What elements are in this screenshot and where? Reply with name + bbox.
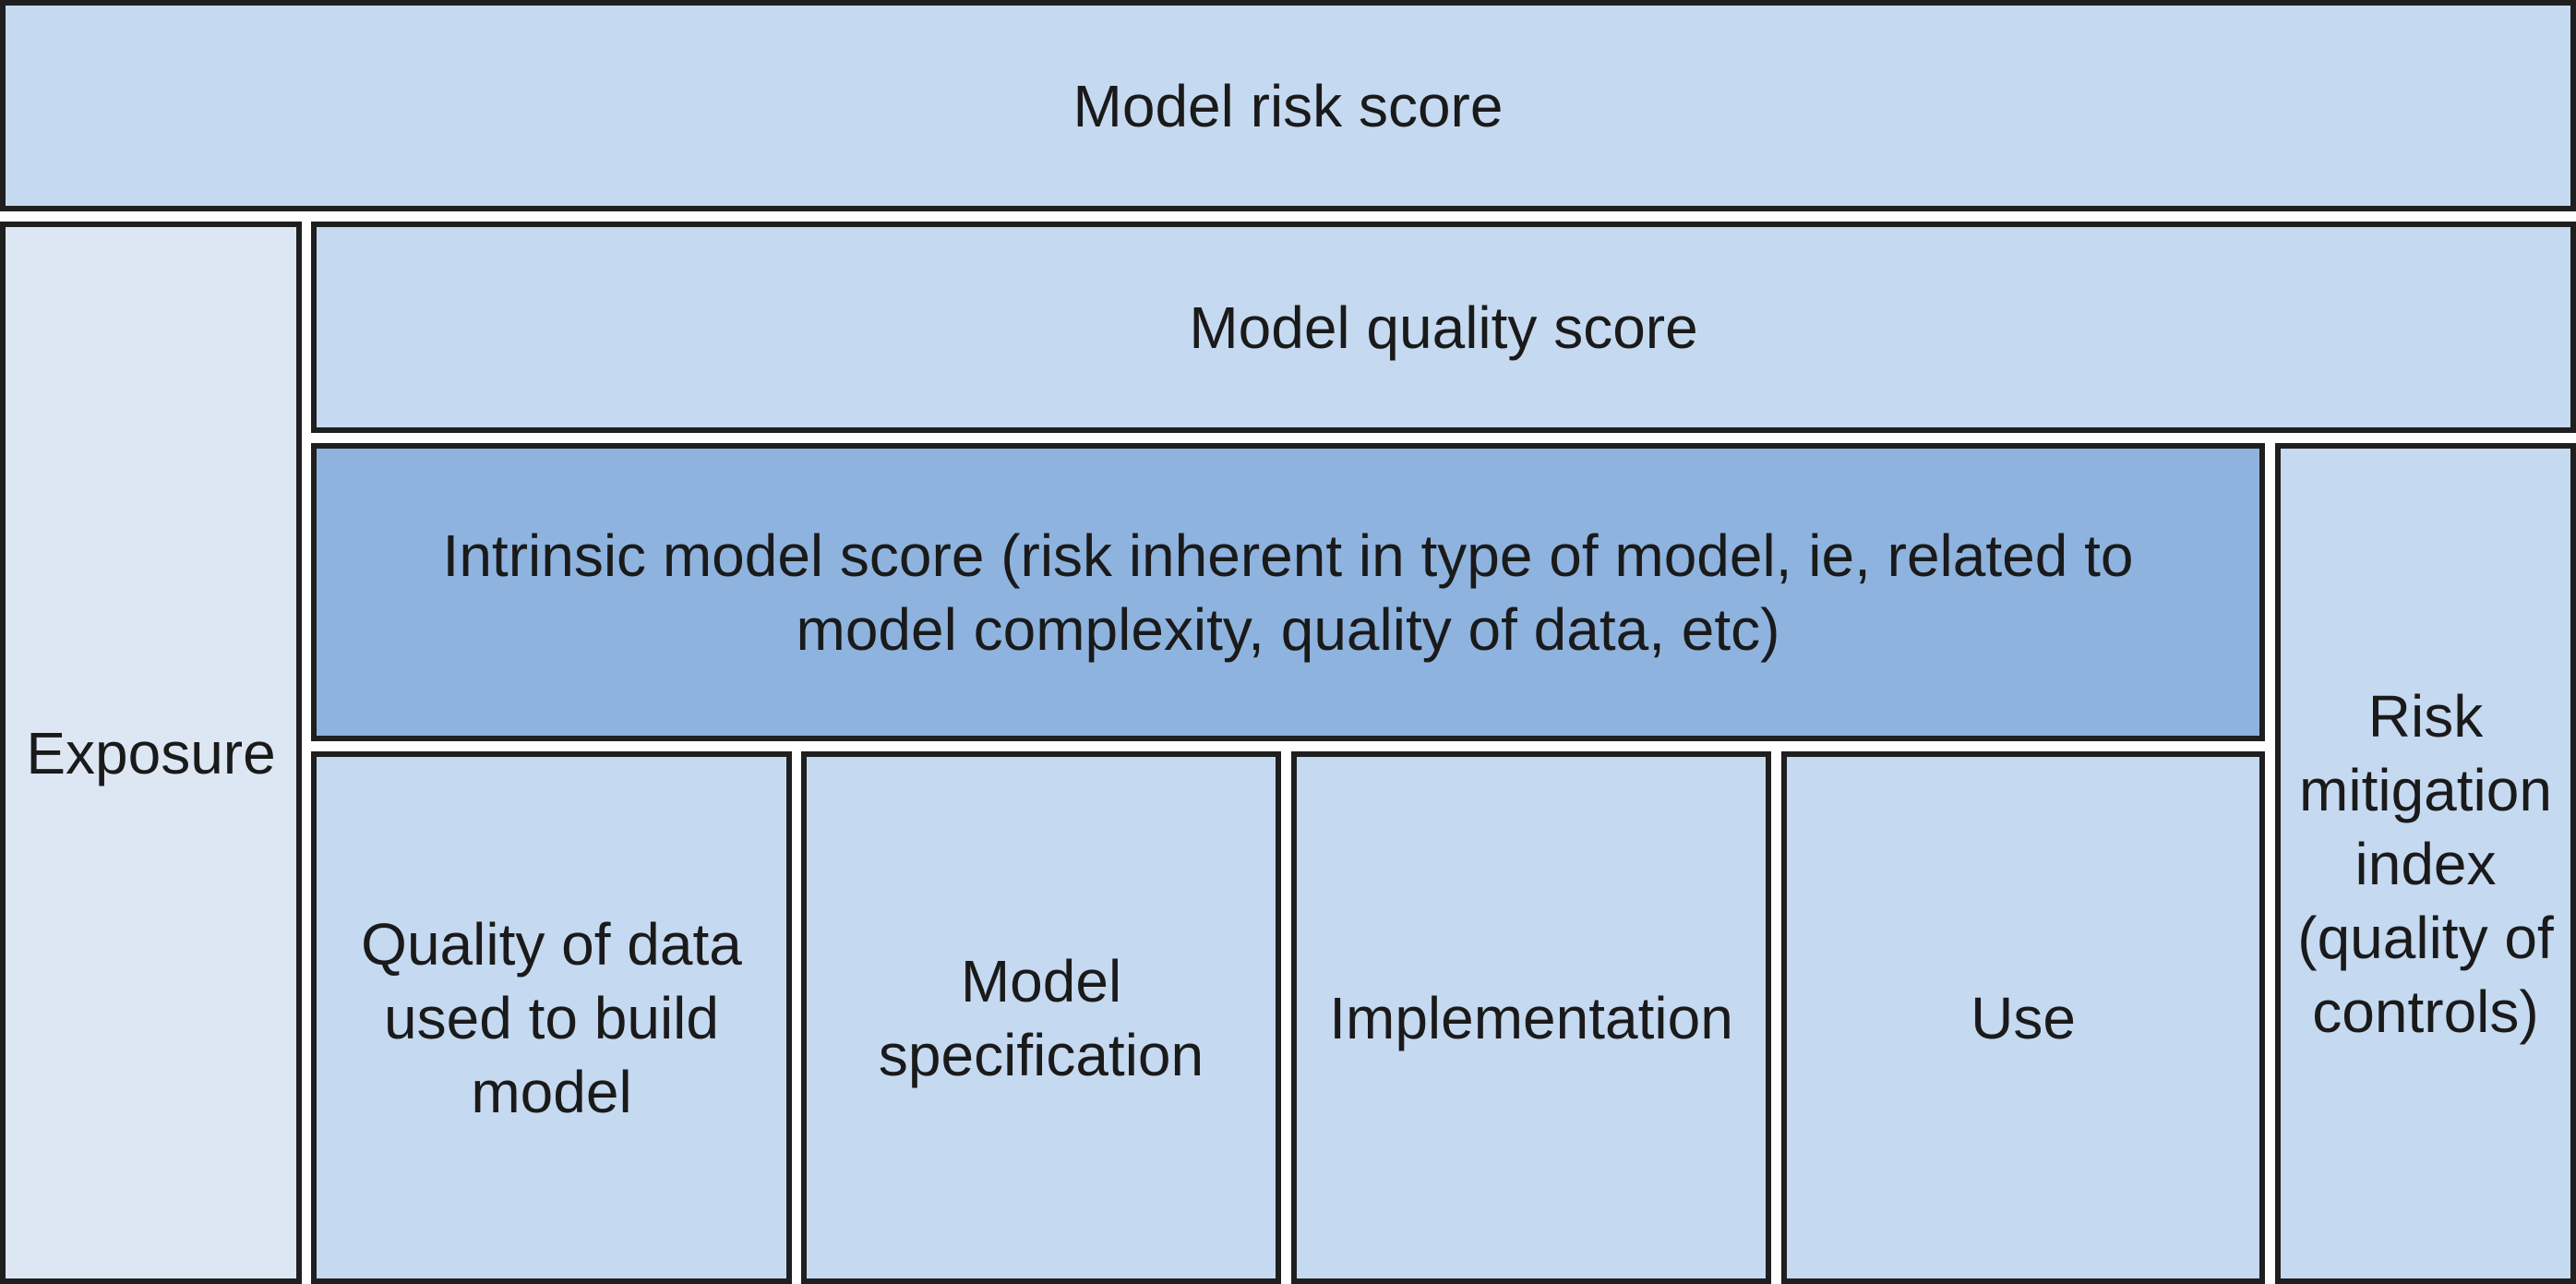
model-quality-score-box: Model quality score: [311, 222, 2576, 433]
quality-of-data-box: Quality of data used to build model: [311, 751, 792, 1284]
use-label: Use: [1971, 984, 2076, 1051]
model-specification-box: Model specification: [801, 751, 1281, 1284]
implementation-box: Implementation: [1291, 751, 1771, 1284]
model-risk-score-box: Model risk score: [0, 0, 2576, 211]
model-specification-label: Model specification: [878, 947, 1204, 1088]
exposure-label: Exposure: [26, 719, 276, 786]
use-box: Use: [1781, 751, 2265, 1284]
quality-of-data-label: Quality of data used to build model: [361, 910, 742, 1125]
intrinsic-model-score-label: Intrinsic model score (risk inherent in …: [442, 522, 2134, 663]
model-quality-score-label: Model quality score: [1189, 294, 1698, 361]
implementation-label: Implementation: [1329, 984, 1733, 1051]
intrinsic-model-score-box: Intrinsic model score (risk inherent in …: [311, 443, 2265, 741]
risk-mitigation-index-label: Risk mitigation index (quality of contro…: [2297, 682, 2554, 1045]
model-risk-score-label: Model risk score: [1072, 72, 1504, 139]
risk-mitigation-index-box: Risk mitigation index (quality of contro…: [2275, 443, 2576, 1284]
exposure-box: Exposure: [0, 222, 302, 1284]
